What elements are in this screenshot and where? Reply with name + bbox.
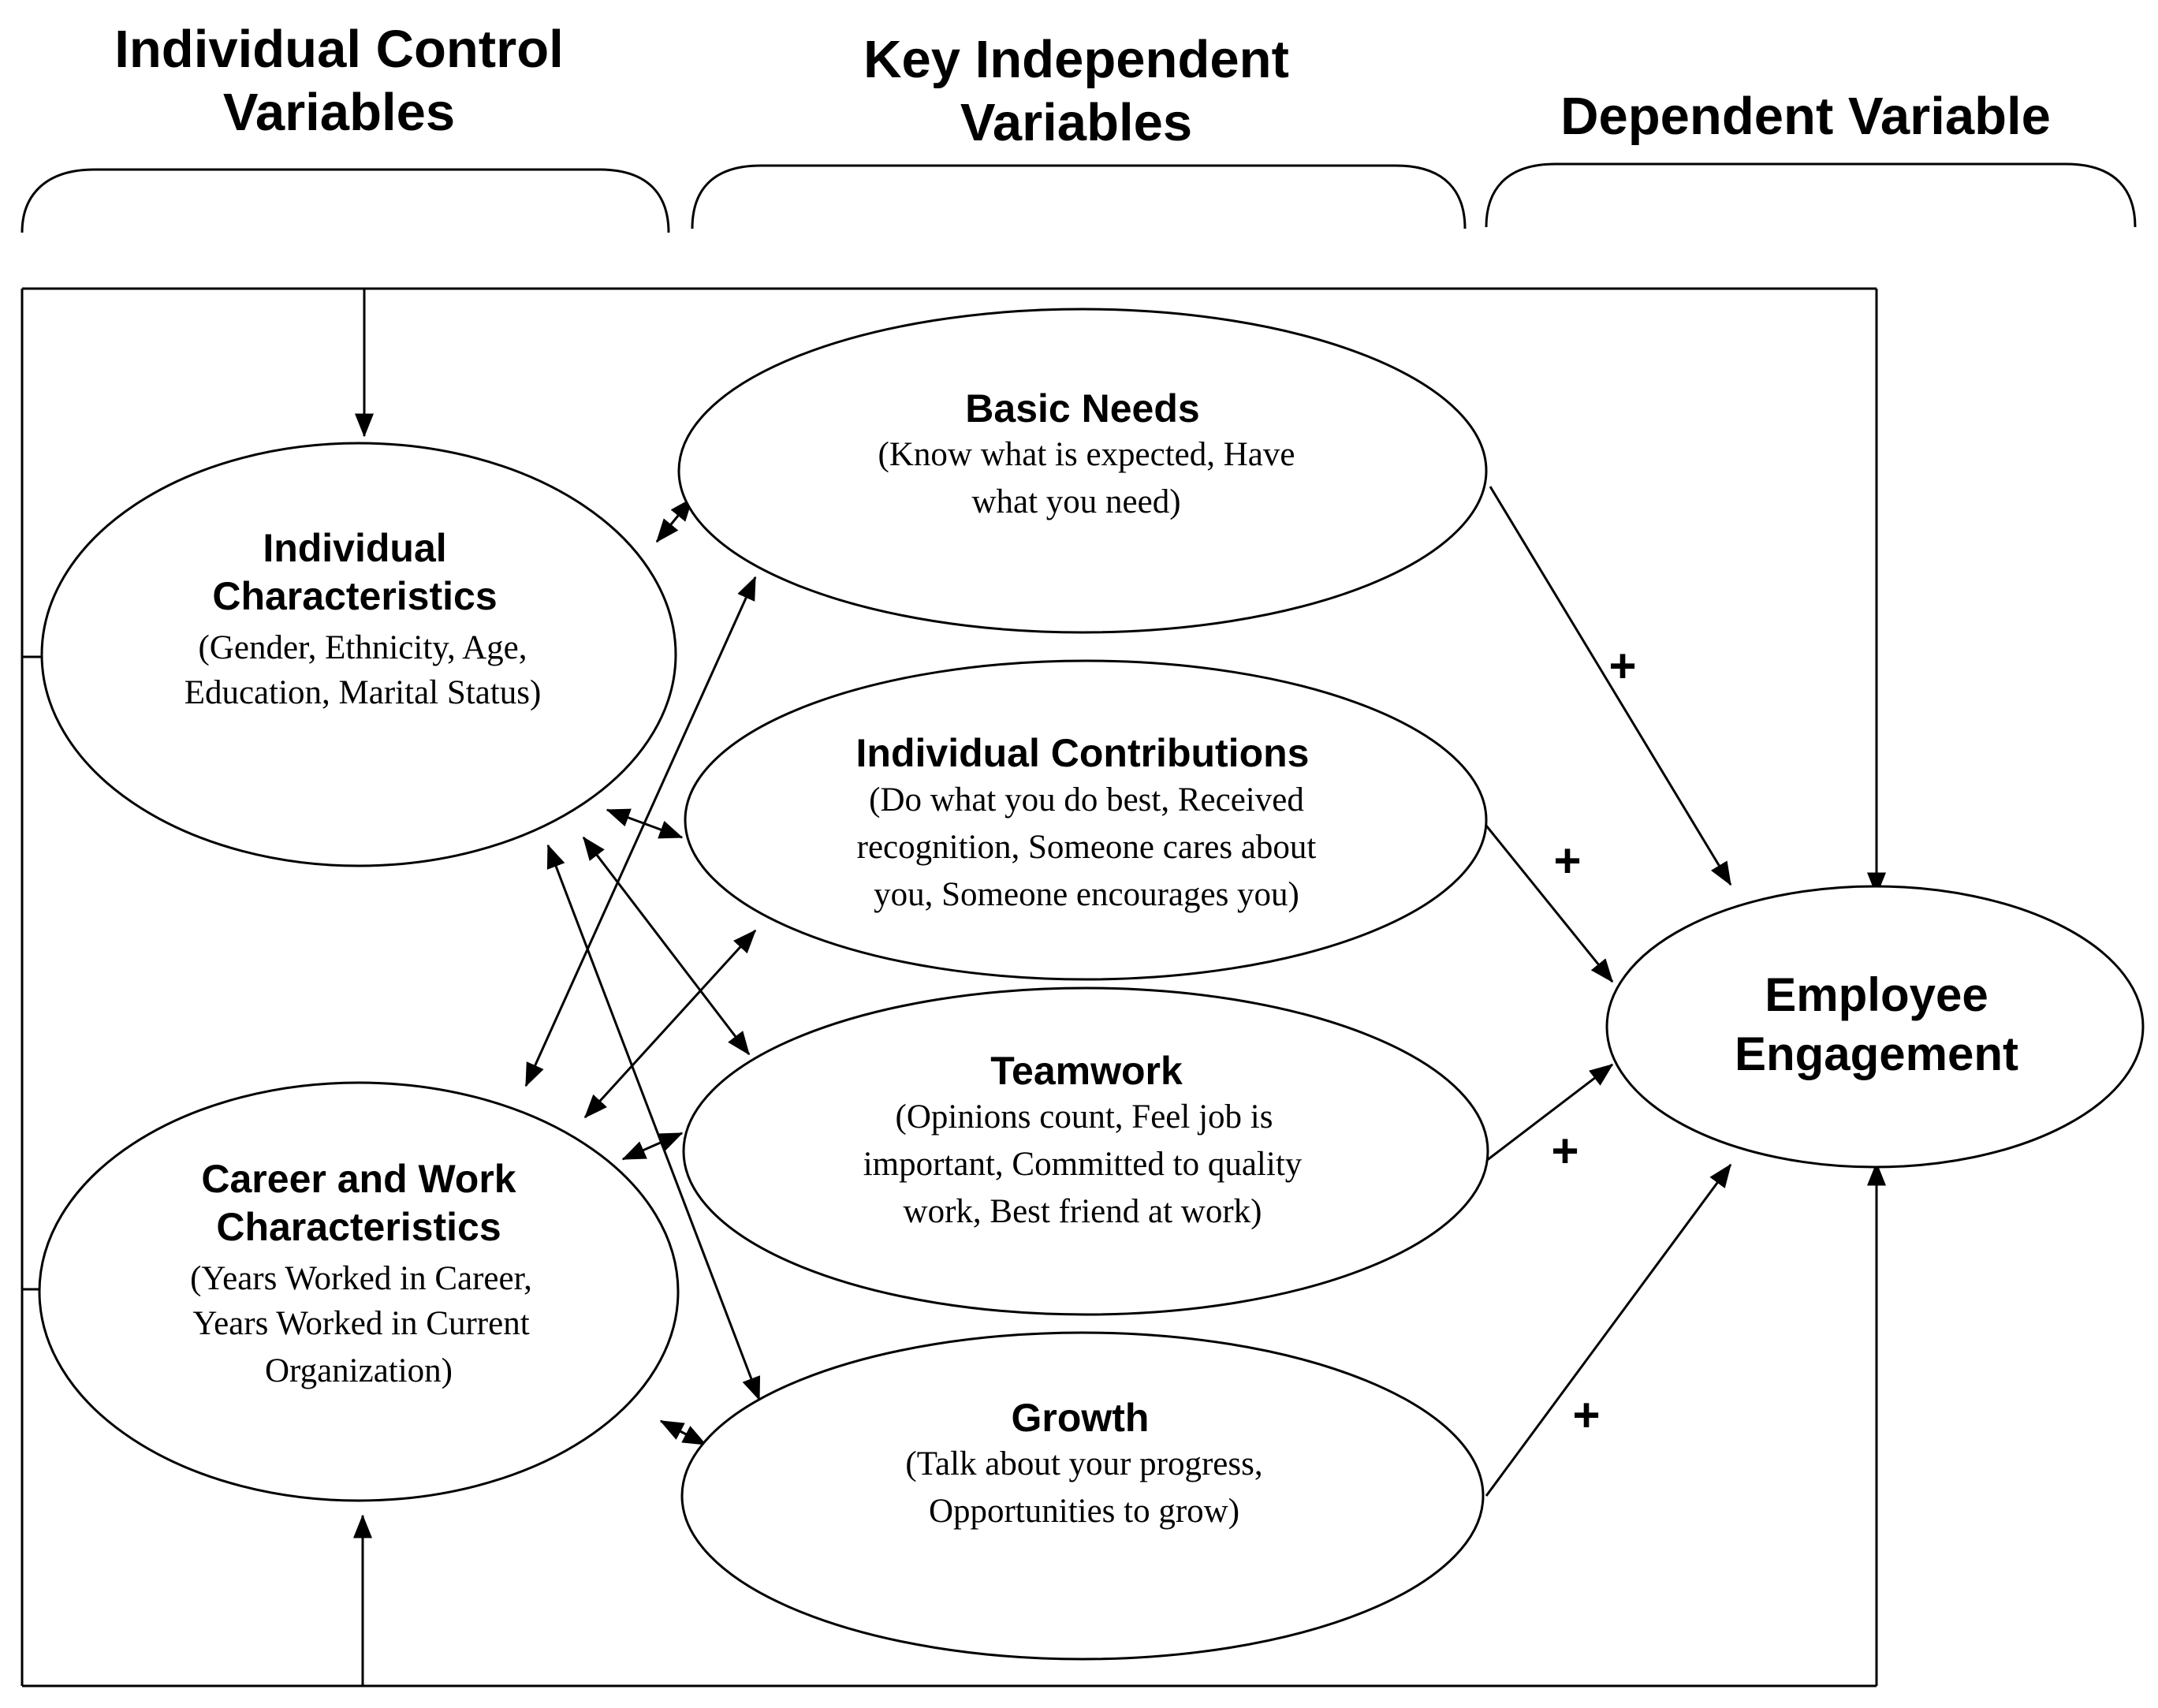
brace-dependent: [1485, 162, 2137, 228]
node-desc-line: Organization): [265, 1352, 453, 1389]
node-individual-characteristics-shape: [40, 442, 677, 867]
header-dependent-variable: Dependent Variable: [1560, 87, 2051, 146]
link-career-growth: [659, 1419, 707, 1446]
plus-sign-growth: +: [1572, 1389, 1600, 1441]
node-title-line: Employee: [1765, 968, 1988, 1021]
brace-independent: [691, 164, 1467, 229]
node-title-line: Characteristics: [212, 574, 497, 618]
node-title-line: Basic Needs: [965, 386, 1199, 431]
node-desc-line: Education, Marital Status): [184, 674, 542, 711]
node-desc-line: (Talk about your progress,: [905, 1445, 1262, 1482]
link-individual-basic-needs: [655, 497, 694, 543]
link-individual-growth: [546, 844, 761, 1401]
link-career-teamwork: [621, 1132, 684, 1161]
node-title-line: Teamwork: [990, 1049, 1183, 1093]
node-basic-needs-shape: [677, 308, 1488, 634]
node-desc-line: (Know what is expected, Have: [878, 436, 1295, 473]
node-desc-line: work, Best friend at work): [904, 1193, 1262, 1230]
link-teamwork-engagement: [1485, 1063, 1614, 1162]
node-desc-line: (Gender, Ethnicity, Age,: [198, 629, 527, 666]
node-desc-line: important, Committed to quality: [863, 1146, 1303, 1183]
node-title-line: Career and Work: [201, 1157, 516, 1201]
node-desc-line: (Do what you do best, Received: [869, 781, 1304, 819]
header-control-line-1: Individual Control: [114, 20, 563, 79]
link-career-contributions: [583, 929, 757, 1119]
node-employee-engagement-shape: [1605, 885, 2145, 1169]
header-control-line-2: Variables: [223, 83, 455, 142]
outer-frame: [20, 287, 1886, 1687]
plus-sign-teamwork: +: [1551, 1124, 1578, 1177]
node-teamwork: Teamwork (Opinions count, Feel job is im…: [682, 986, 1489, 1316]
header-control-variables: Individual Control Variables: [114, 20, 563, 142]
node-title-line: Individual: [263, 526, 446, 570]
node-title-line: Engagement: [1735, 1027, 2018, 1080]
node-individual-characteristics: Individual Characteristics (Gender, Ethn…: [40, 442, 677, 867]
node-individual-contributions: Individual Contributions (Do what you do…: [684, 659, 1488, 981]
node-desc-line: recognition, Someone cares about: [857, 829, 1317, 866]
node-desc-line: (Opinions count, Feel job is: [896, 1098, 1273, 1136]
node-teamwork-shape: [682, 986, 1489, 1316]
node-employee-engagement: Employee Engagement: [1605, 885, 2145, 1169]
node-desc-line: Years Worked in Current: [192, 1305, 529, 1342]
node-title-line: Individual Contributions: [856, 731, 1310, 775]
node-title-line: Characteristics: [216, 1205, 501, 1249]
node-individual-contributions-shape: [684, 659, 1488, 981]
relationship-signs: + + + +: [1551, 640, 1636, 1441]
header-independent-variables: Key Independent Variables: [863, 30, 1289, 152]
brace-control: [20, 168, 670, 233]
connections: [524, 486, 1732, 1497]
node-career-work-characteristics: Career and Work Characteristics (Years W…: [38, 1081, 680, 1502]
link-individual-contributions: [606, 808, 684, 839]
link-growth-engagement: [1485, 1163, 1732, 1497]
node-growth-shape: [680, 1331, 1485, 1661]
header-independent-line-2: Variables: [960, 93, 1192, 152]
header-dependent-line-1: Dependent Variable: [1560, 87, 2051, 146]
node-basic-needs: Basic Needs (Know what is expected, Have…: [677, 308, 1488, 634]
header-independent-line-1: Key Independent: [863, 30, 1289, 89]
node-title-line: Growth: [1012, 1396, 1150, 1440]
node-growth: Growth (Talk about your progress, Opport…: [680, 1331, 1485, 1661]
node-desc-line: (Years Worked in Career,: [190, 1260, 532, 1297]
node-desc-line: you, Someone encourages you): [874, 876, 1299, 913]
plus-sign-basic-needs: +: [1608, 640, 1636, 692]
node-desc-line: Opportunities to grow): [929, 1493, 1239, 1530]
node-career-work-shape: [38, 1081, 680, 1502]
link-basic-needs-engagement: [1489, 486, 1732, 886]
plus-sign-contributions: +: [1553, 834, 1581, 887]
link-contributions-engagement: [1485, 825, 1614, 983]
node-desc-line: what you need): [971, 483, 1180, 520]
